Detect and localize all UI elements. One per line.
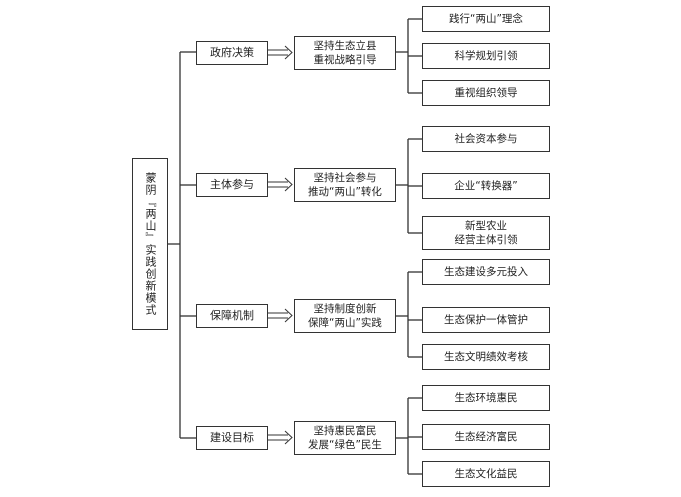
strategy-node-4: 坚持惠民富民 发展“绿色”民生	[294, 421, 396, 455]
arrow-1	[268, 45, 293, 60]
leaf-node-2-3: 新型农业 经营主体引领	[422, 216, 550, 250]
leaf-node-3-2: 生态保护一体管护	[422, 307, 550, 333]
strategy-node-1: 坚持生态立县 重视战略引导	[294, 36, 396, 70]
leaf-node-2-2: 企业“转换器”	[422, 173, 550, 199]
leaf-node-1-2: 科学规划引领	[422, 43, 550, 69]
arrow-4	[268, 430, 293, 445]
leaf-node-3-3: 生态文明绩效考核	[422, 344, 550, 370]
category-node-3: 保障机制	[196, 304, 268, 328]
arrow-3	[268, 308, 293, 323]
category-node-4: 建设目标	[196, 426, 268, 450]
strategy-node-2: 坚持社会参与 推动“两山”转化	[294, 168, 396, 202]
category-node-2: 主体参与	[196, 173, 268, 197]
root-node: 蒙阴『两山』实践创新模式	[132, 158, 168, 330]
leaf-node-2-1: 社会资本参与	[422, 126, 550, 152]
leaf-node-4-3: 生态文化益民	[422, 461, 550, 487]
arrow-2	[268, 177, 293, 192]
leaf-node-4-1: 生态环境惠民	[422, 385, 550, 411]
leaf-node-1-3: 重视组织领导	[422, 80, 550, 106]
leaf-node-3-1: 生态建设多元投入	[422, 259, 550, 285]
strategy-node-3: 坚持制度创新 保障“两山”实践	[294, 299, 396, 333]
category-node-1: 政府决策	[196, 41, 268, 65]
leaf-node-1-1: 践行“两山”理念	[422, 6, 550, 32]
leaf-node-4-2: 生态经济富民	[422, 424, 550, 450]
